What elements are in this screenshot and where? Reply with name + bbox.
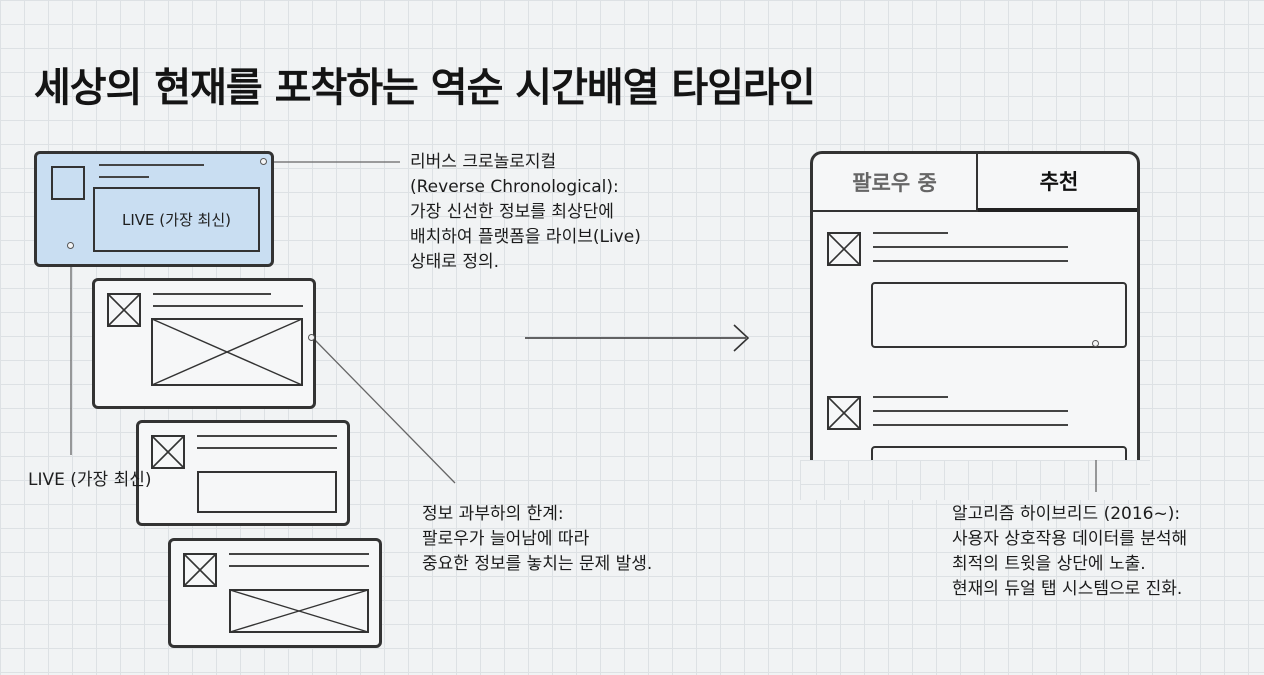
live-label: LIVE (가장 최신) xyxy=(28,468,152,493)
note-line: 사용자 상호작용 데이터를 분석해 xyxy=(952,529,1188,549)
note-line: 알고리즘 하이브리드 (2016~): xyxy=(952,504,1181,524)
text-line xyxy=(229,553,369,555)
text-line xyxy=(873,410,1068,412)
image-placeholder-icon xyxy=(183,553,217,587)
note-line: 가장 신선한 정보를 최상단에 xyxy=(410,202,614,222)
tab-label: 추천 xyxy=(1039,170,1079,194)
note-line: 현재의 듀얼 탭 시스템으로 진화. xyxy=(952,579,1183,599)
note-line: 상태로 정의. xyxy=(410,252,500,272)
arrow-right-icon xyxy=(525,324,750,352)
text-line xyxy=(197,447,337,449)
text-line xyxy=(153,293,271,295)
media-placeholder-icon xyxy=(151,318,303,386)
text-line xyxy=(229,565,369,567)
feed-card xyxy=(136,420,350,526)
text-line xyxy=(873,232,948,234)
feed-card xyxy=(168,538,382,648)
anchor-dot xyxy=(67,242,74,249)
note-line: 리버스 크로놀로지컬 xyxy=(410,152,557,172)
anchor-dot xyxy=(308,334,315,341)
live-box: LIVE (가장 최신) xyxy=(93,187,260,252)
live-label-line: LIVE xyxy=(28,470,65,490)
phone-fade xyxy=(800,460,1150,500)
tab-label: 팔로우 중 xyxy=(852,171,937,195)
content-placeholder xyxy=(197,471,337,513)
image-placeholder-icon xyxy=(827,396,861,430)
anchor-dot xyxy=(260,158,267,165)
page-title: 세상의 현재를 포착하는 역순 시간배열 타임라인 xyxy=(34,64,816,111)
note-line: (Reverse Chronological): xyxy=(410,177,619,197)
feed-card-live: LIVE (가장 최신) xyxy=(34,151,274,267)
text-line xyxy=(873,246,1068,248)
text-line xyxy=(99,164,204,166)
note-line: 최적의 트윗을 상단에 노출. xyxy=(952,554,1146,574)
live-box-label: LIVE (가장 최신) xyxy=(122,211,231,229)
live-label-line: (가장 최신) xyxy=(70,470,152,490)
text-line xyxy=(873,260,1068,262)
note-reverse-chronological: 리버스 크로놀로지컬 (Reverse Chronological): 가장 신… xyxy=(410,150,641,275)
text-line xyxy=(873,396,948,398)
tab-recommended[interactable]: 추천 xyxy=(978,154,1137,212)
text-line xyxy=(99,176,149,178)
feed-card xyxy=(92,278,316,409)
phone-mockup: 팔로우 중 추천 xyxy=(810,151,1140,491)
text-line xyxy=(873,424,1068,426)
note-line: 정보 과부하의 한계: xyxy=(422,504,564,524)
image-placeholder-icon xyxy=(151,435,185,469)
avatar-placeholder xyxy=(51,166,85,200)
text-line xyxy=(153,305,303,307)
image-placeholder-icon xyxy=(827,232,861,266)
note-line: 팔로우가 늘어남에 따라 xyxy=(422,529,590,549)
note-algorithm-hybrid: 알고리즘 하이브리드 (2016~): 사용자 상호작용 데이터를 분석해 최적… xyxy=(952,502,1187,602)
note-line: 배치하여 플랫폼을 라이브(Live) xyxy=(410,227,641,247)
tab-following[interactable]: 팔로우 중 xyxy=(813,154,978,212)
anchor-dot xyxy=(1092,340,1099,347)
note-line: 중요한 정보를 놓치는 문제 발생. xyxy=(422,554,653,574)
text-line xyxy=(197,435,337,437)
media-placeholder-icon xyxy=(229,589,369,633)
image-placeholder-icon xyxy=(107,293,141,327)
content-placeholder xyxy=(871,282,1127,348)
note-information-overload: 정보 과부하의 한계: 팔로우가 늘어남에 따라 중요한 정보를 놓치는 문제 … xyxy=(422,502,652,577)
